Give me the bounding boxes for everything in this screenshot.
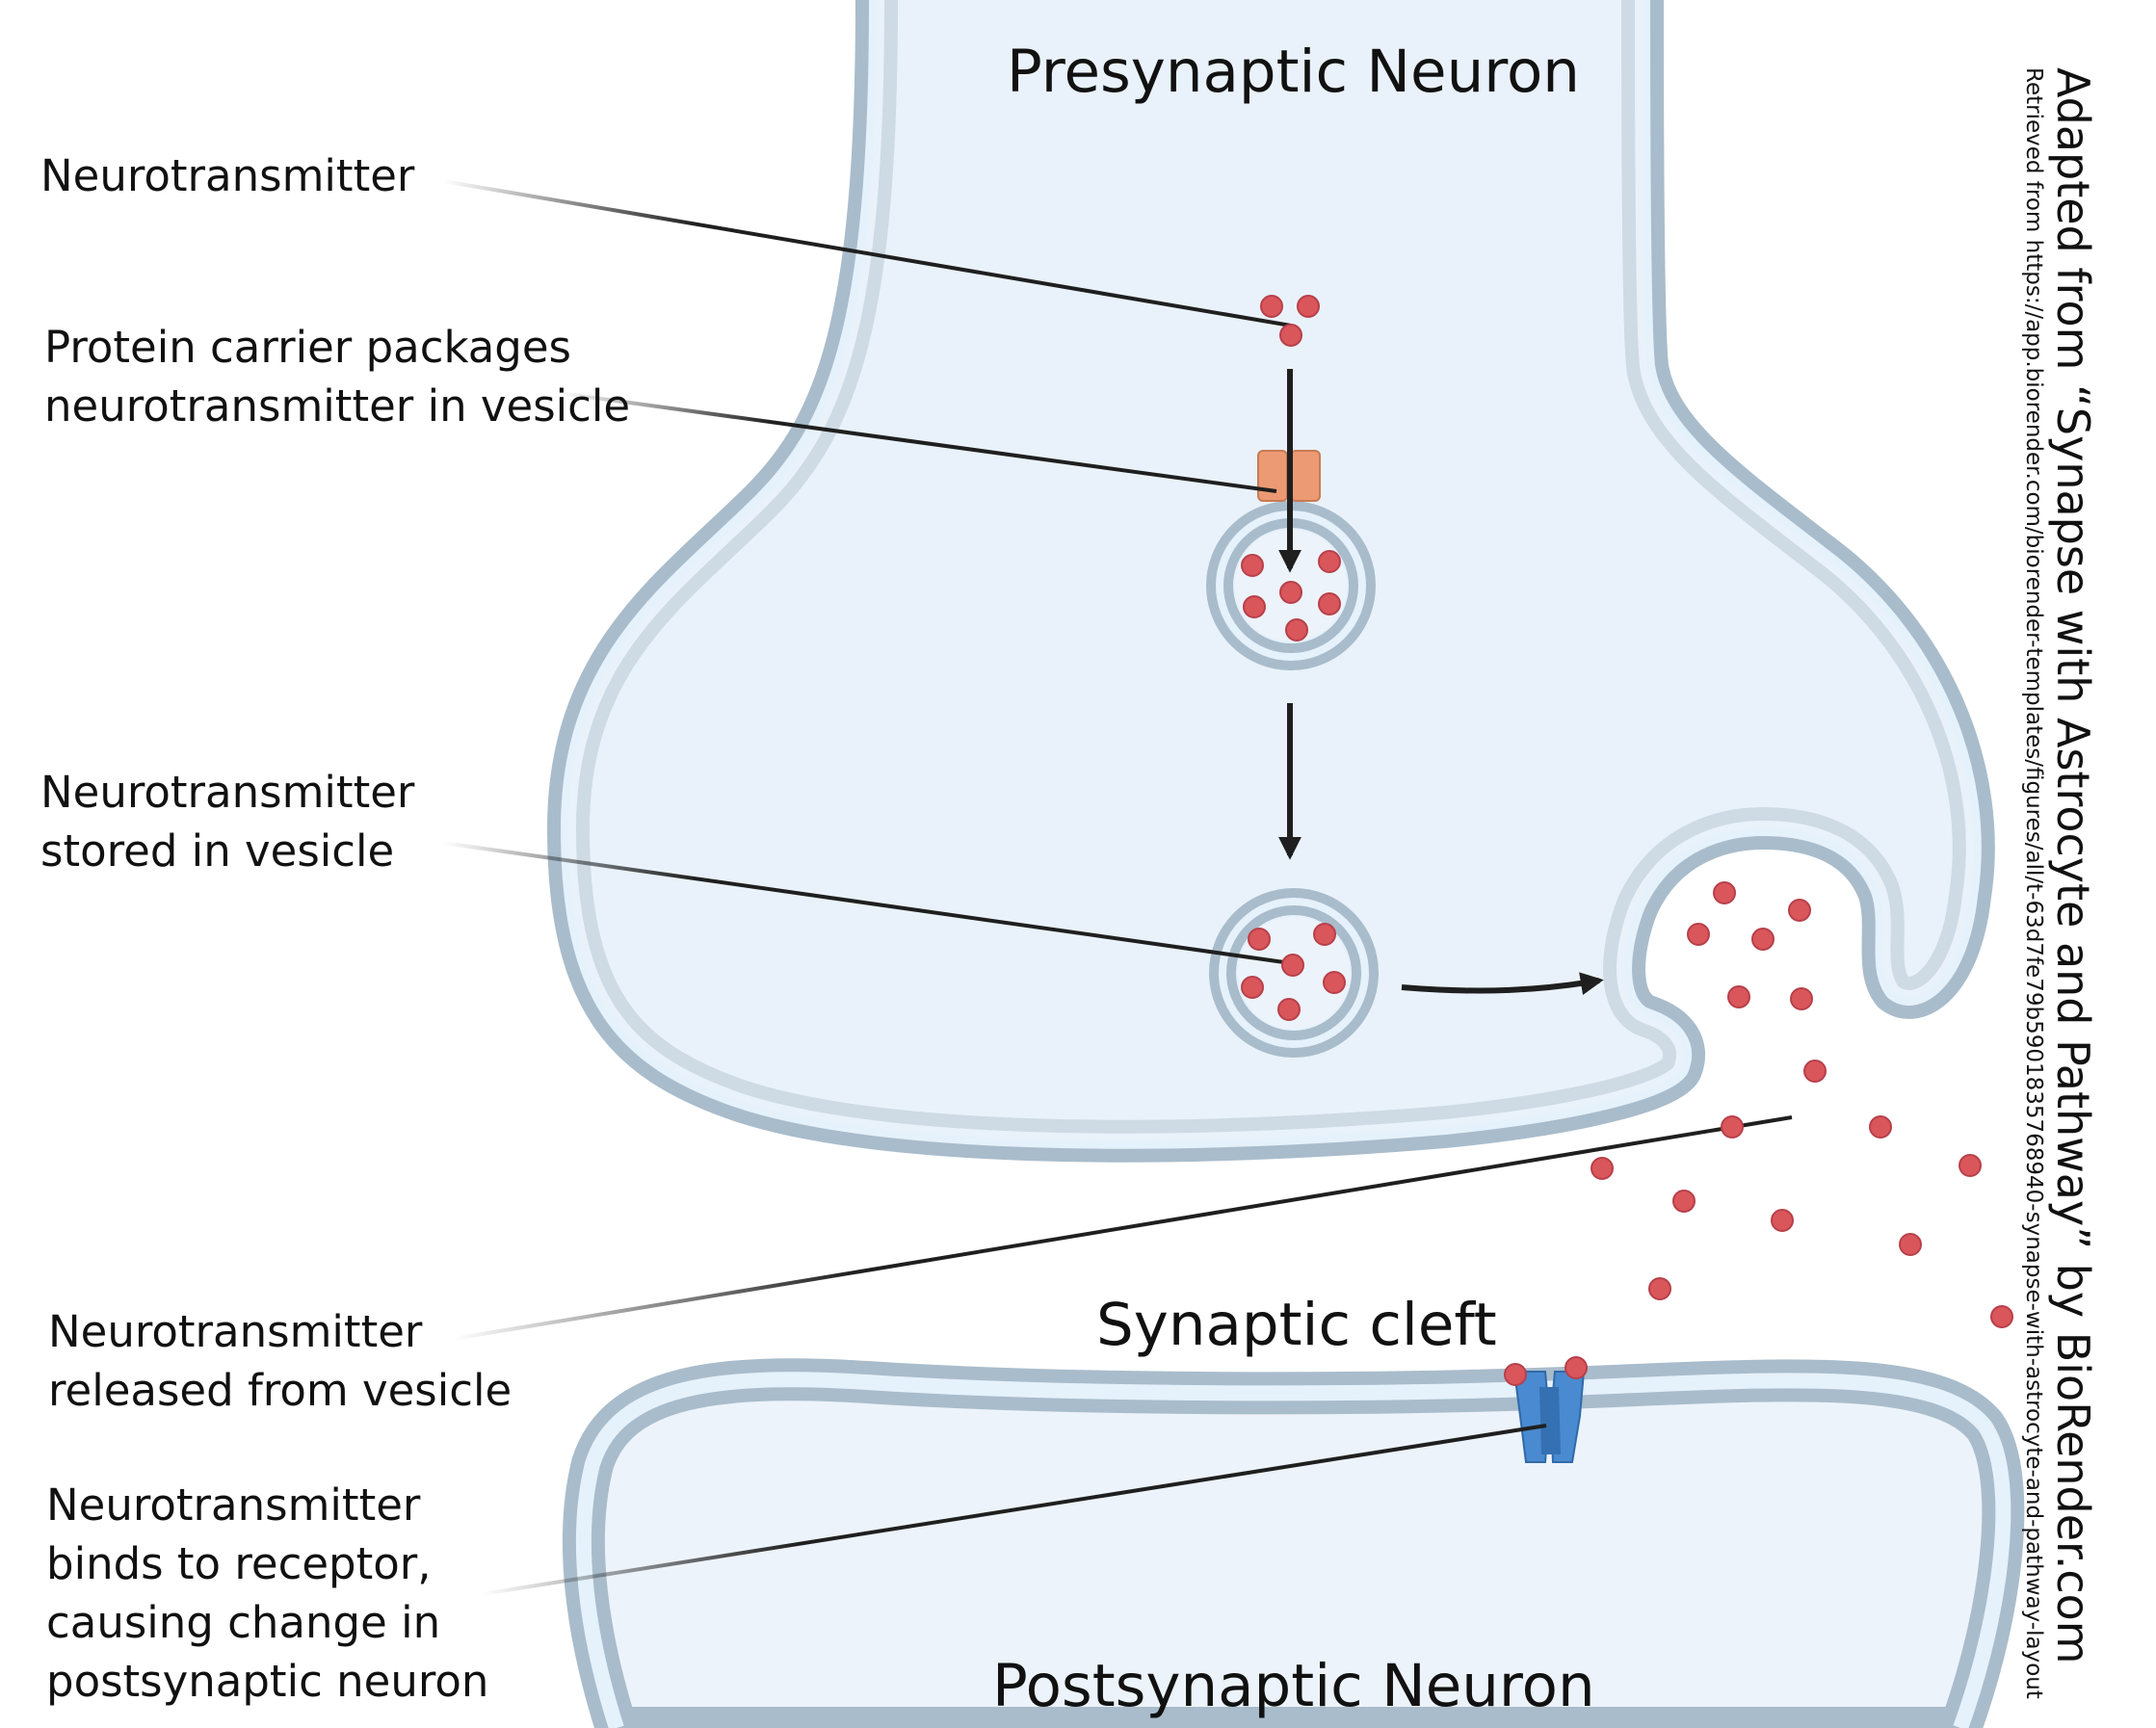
neurotransmitter-molecule: [1721, 1115, 1744, 1139]
neurotransmitter-molecule: [1959, 1154, 1982, 1177]
neurotransmitter-molecule: [1990, 1305, 2013, 1328]
neurotransmitter-molecule: [1713, 881, 1736, 904]
synaptic-cleft-title: Synaptic cleft: [1096, 1291, 1497, 1359]
presynaptic-title: Presynaptic Neuron: [1007, 38, 1580, 106]
neurotransmitter-molecule: [1279, 581, 1302, 604]
label-protein-carrier-line2: neurotransmitter in vesicle: [44, 380, 631, 432]
neurotransmitter-molecule: [1771, 1209, 1794, 1232]
label-stored-line2: stored in vesicle: [40, 825, 395, 877]
label-stored-line1: Neurotransmitter: [40, 767, 415, 818]
neurotransmitter-molecule: [1727, 985, 1750, 1008]
neurotransmitter-molecule: [1277, 998, 1301, 1021]
label-binds-line1: Neurotransmitter: [46, 1479, 421, 1531]
neurotransmitter-molecule: [1241, 976, 1264, 999]
neurotransmitter-molecules: [1241, 295, 2013, 1386]
neurotransmitter-molecule: [1591, 1157, 1614, 1180]
leader-lines: [442, 179, 1793, 1596]
label-binds-line3: causing change in: [46, 1597, 441, 1648]
attribution: Adapted from “Synapse with Astrocyte and…: [2019, 67, 2099, 1699]
arrow-to-release: [1401, 972, 1604, 995]
neurotransmitter-molecule: [1248, 928, 1271, 951]
label-binds-to-receptor: Neurotransmitter binds to receptor, caus…: [46, 1476, 488, 1711]
neurotransmitter-molecule: [1504, 1363, 1527, 1386]
label-binds-line2: binds to receptor,: [46, 1538, 432, 1589]
neurotransmitter-molecule: [1323, 971, 1346, 994]
neurotransmitter-molecule: [1260, 295, 1283, 318]
neurotransmitter-molecule: [1243, 595, 1266, 618]
label-protein-carrier-line1: Protein carrier packages: [44, 322, 571, 373]
attribution-source: Retrieved from https://app.biorender.com…: [2021, 67, 2046, 1699]
neurotransmitter-molecule: [1318, 592, 1341, 615]
label-protein-carrier: Protein carrier packages neurotransmitte…: [44, 318, 630, 435]
protein-carrier-icon: [1257, 450, 1321, 502]
receptor-icon: [1512, 1371, 1586, 1463]
flow-arrows: [1278, 369, 1604, 995]
neurotransmitter-molecule: [1869, 1115, 1892, 1139]
label-released-line1: Neurotransmitter: [48, 1306, 423, 1357]
label-binds-line4: postsynaptic neuron: [46, 1656, 489, 1707]
neurotransmitter-molecule: [1899, 1233, 1922, 1256]
neurotransmitter-molecule: [1285, 618, 1308, 641]
neurotransmitter-molecule: [1751, 928, 1775, 951]
neurotransmitter-molecule: [1564, 1356, 1588, 1379]
postsynaptic-title: Postsynaptic Neuron: [992, 1652, 1595, 1720]
neurotransmitter-molecule: [1672, 1190, 1696, 1213]
neurotransmitter-molecule: [1648, 1277, 1671, 1300]
neurotransmitter-molecule: [1790, 987, 1813, 1010]
label-released-line2: released from vesicle: [48, 1365, 513, 1416]
neurotransmitter-molecule: [1318, 550, 1341, 573]
neurotransmitter-molecule: [1279, 324, 1302, 347]
label-neurotransmitter: Neurotransmitter: [40, 146, 414, 205]
neurotransmitter-molecule: [1687, 923, 1710, 946]
postsynaptic-neuron: [562, 1358, 2025, 1728]
attribution-main: Adapted from “Synapse with Astrocyte and…: [2047, 67, 2099, 1664]
neurotransmitter-molecule: [1313, 923, 1336, 946]
label-neurotransmitter-text: Neurotransmitter: [40, 150, 415, 201]
neurotransmitter-molecule: [1241, 554, 1264, 577]
label-stored-in-vesicle: Neurotransmitter stored in vesicle: [40, 763, 414, 880]
label-released-from-vesicle: Neurotransmitter released from vesicle: [48, 1302, 512, 1420]
neurotransmitter-molecule: [1281, 954, 1304, 977]
neurotransmitter-molecule: [1788, 899, 1811, 922]
neurotransmitter-molecule: [1803, 1060, 1827, 1083]
neurotransmitter-molecule: [1297, 295, 1320, 318]
